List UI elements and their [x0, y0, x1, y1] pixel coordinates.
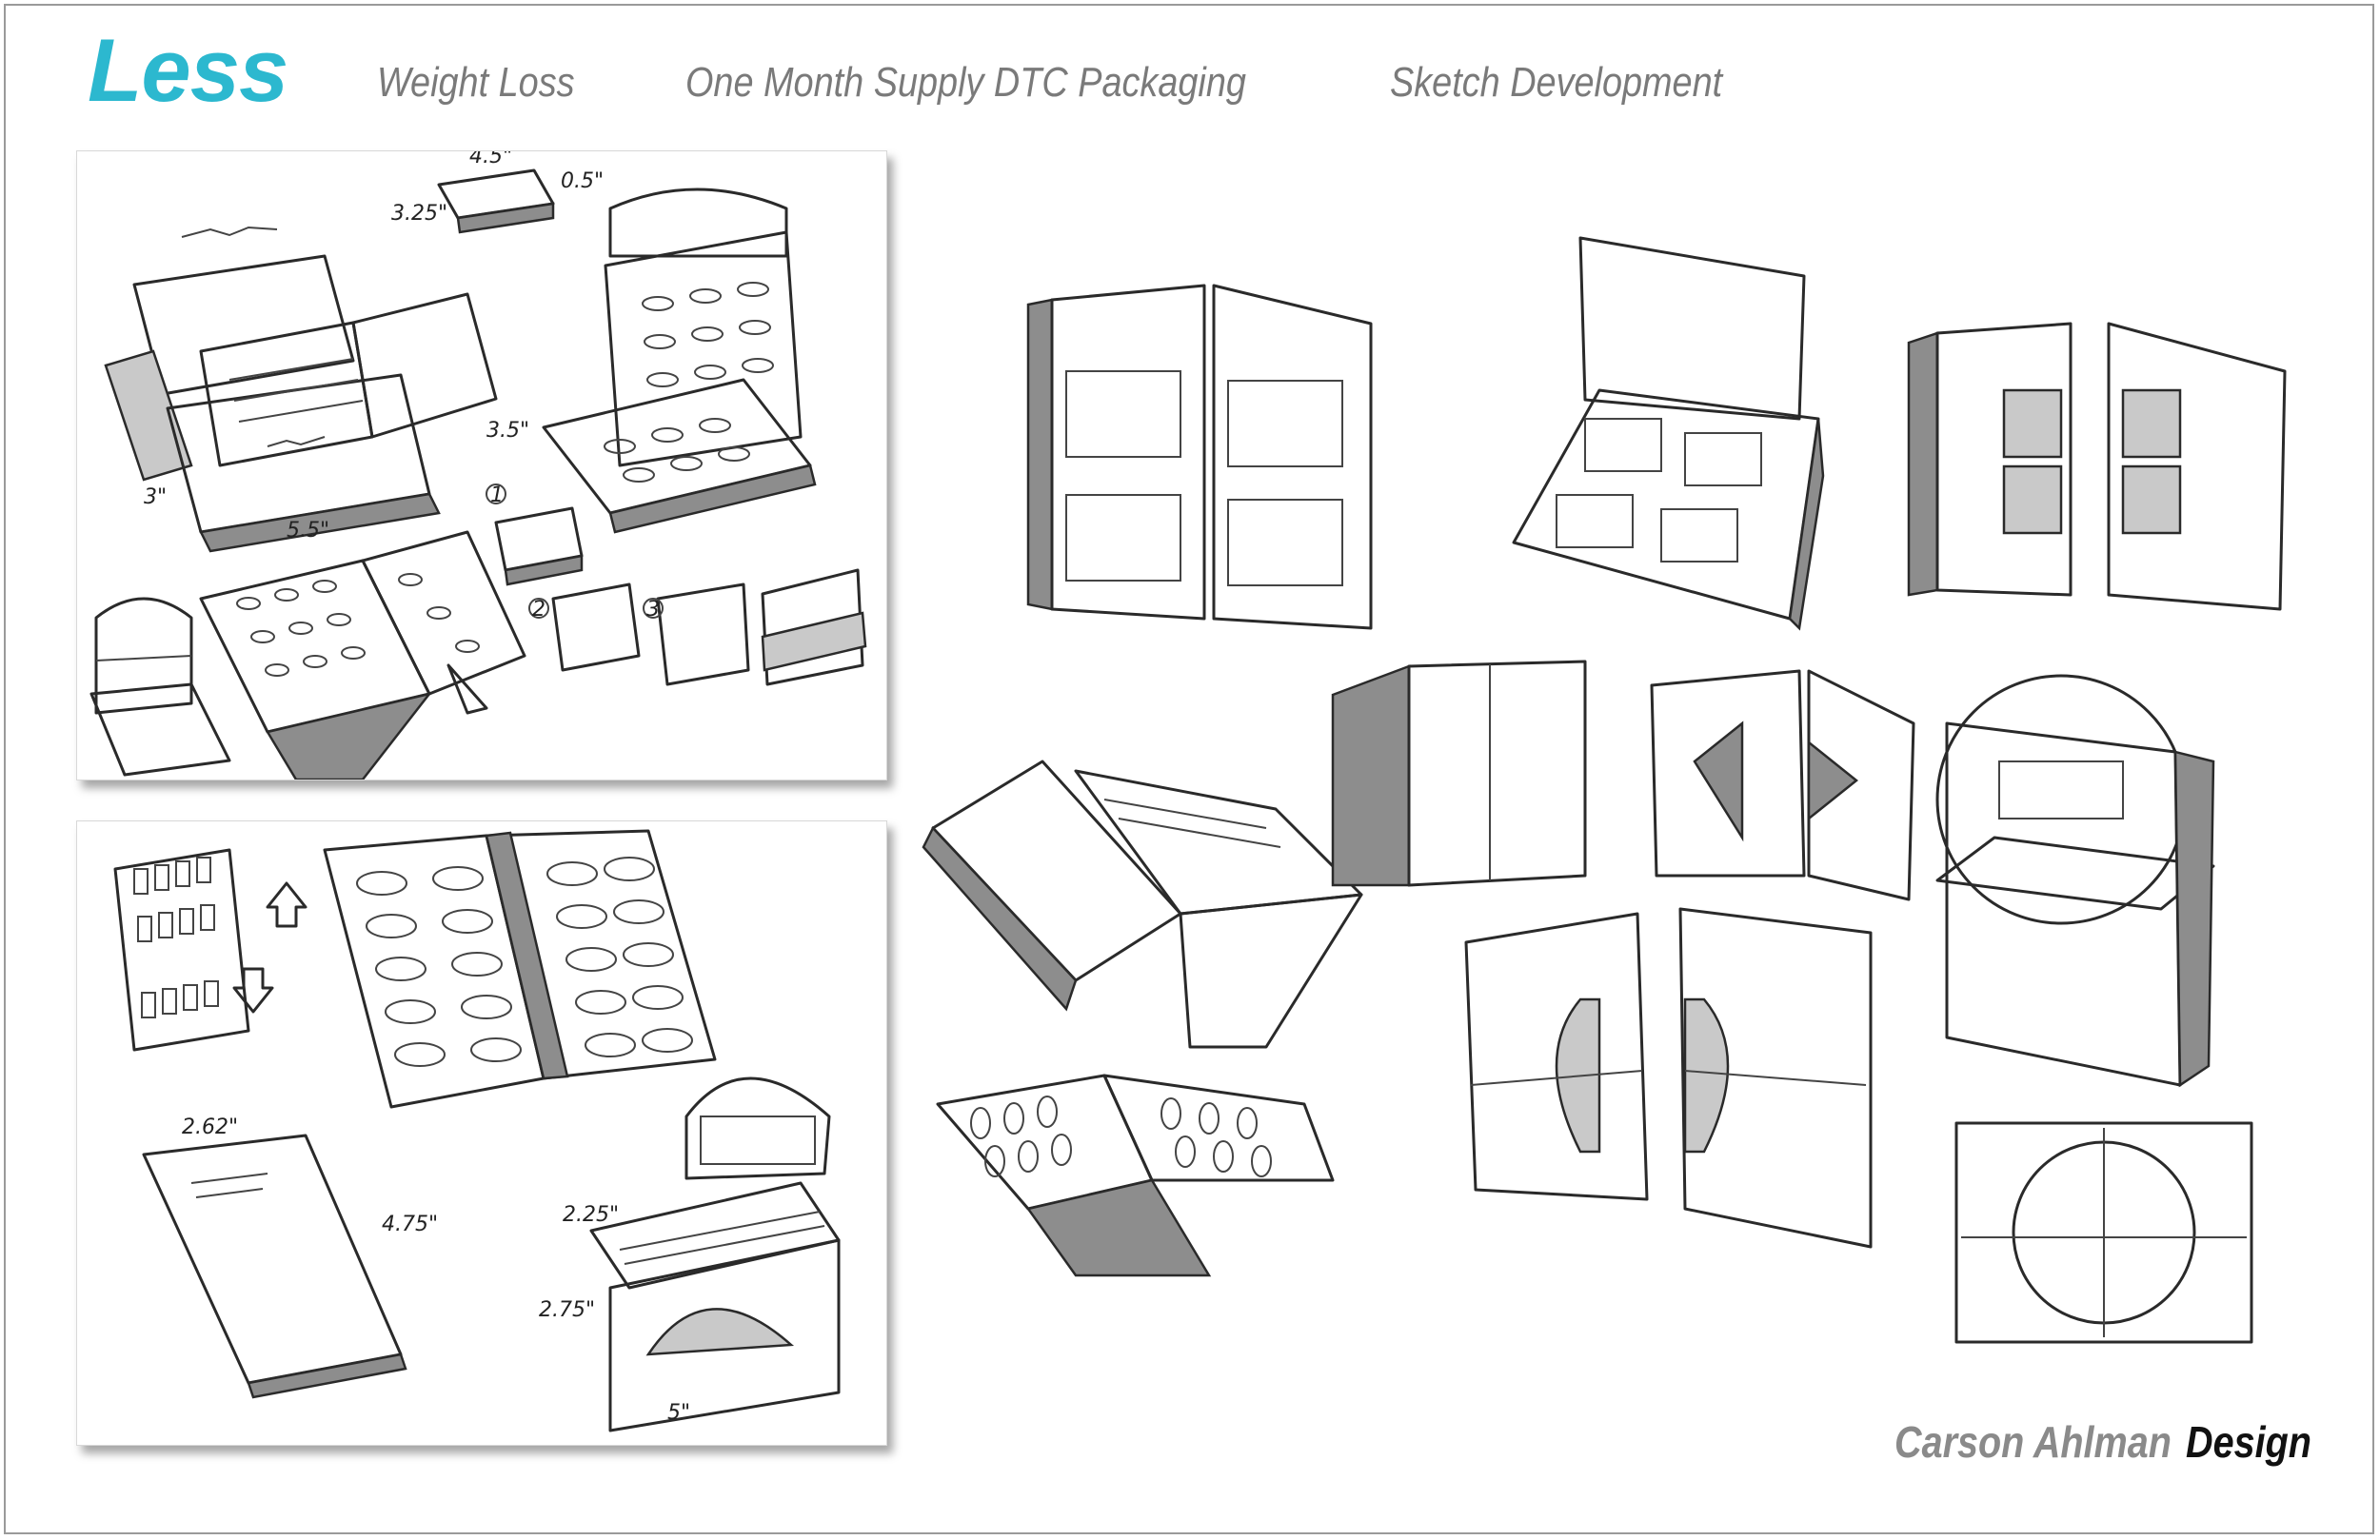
dim-label: 5.5" — [287, 519, 329, 543]
project-title: One Month Supply DTC Packaging — [685, 59, 1246, 106]
dim-label: 4.75" — [382, 1213, 438, 1236]
brand-logo: Less — [88, 20, 288, 120]
dim-label: 5" — [667, 1401, 690, 1425]
stage-label: Sketch Development — [1390, 59, 1723, 106]
sketch-booklet-concepts: 2.62" 4.75" 2.25" 2.75" 5" — [113, 829, 841, 1432]
variant-number: 1 — [490, 484, 504, 507]
dim-label: 2.62" — [182, 1116, 238, 1139]
dim-label: 2.25" — [563, 1203, 619, 1227]
sketch-card-bottom: 2.62" 4.75" 2.25" 2.75" 5" — [76, 820, 887, 1446]
sketch-card-top: 4.5" 0.5" 3.25" 3.5" 3" 5.5" — [76, 150, 887, 780]
dim-label: 2.75" — [539, 1298, 595, 1322]
category-label: Weight Loss — [377, 59, 575, 106]
sketch-open-box-concepts: 4.5" 0.5" 3.25" 3.5" 3" 5.5" — [89, 151, 867, 780]
dim-label: 4.5" — [469, 151, 512, 168]
variant-number: 2 — [532, 598, 545, 622]
dim-label: 3.5" — [486, 419, 529, 443]
dim-label: 0.5" — [561, 169, 604, 193]
designer-name: Carson Ahlman — [1894, 1417, 2172, 1467]
variant-number: 3 — [646, 598, 660, 622]
designer-suffix: Design — [2186, 1417, 2311, 1467]
page-frame — [4, 4, 2374, 1534]
dim-label: 3" — [144, 485, 167, 509]
dim-label: 3.25" — [391, 202, 447, 226]
